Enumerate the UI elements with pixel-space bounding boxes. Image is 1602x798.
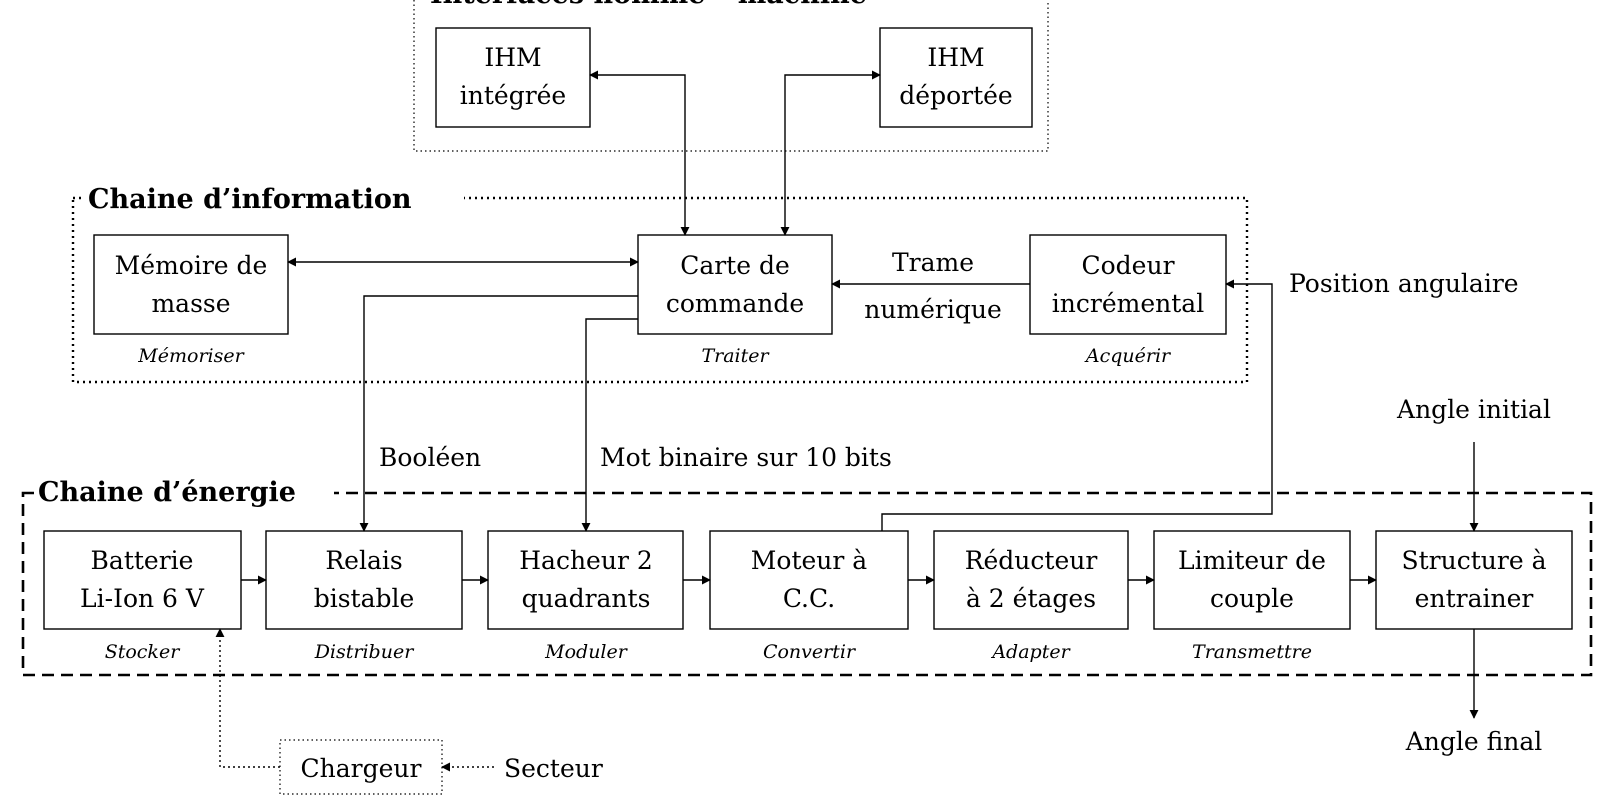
function-traiter: Traiter [701,345,770,367]
svg-text:couple: couple [1210,584,1294,613]
energy-title-bg [34,476,334,508]
block-structure-a-entrainer: Structure à entrainer [1375,530,1573,630]
svg-text:Chargeur: Chargeur [301,754,422,783]
arrow-ihm-integree-carte [589,70,690,236]
svg-text:à 2 étages: à 2 étages [966,584,1096,613]
block-ihm-integree: IHM intégrée [435,27,591,128]
function-transmettre: Transmettre [1192,641,1312,663]
svg-text:déportée: déportée [899,81,1012,110]
energy-frame [21,491,1593,677]
arrow-carte-hacheur [581,318,638,532]
svg-text:bistable: bistable [314,584,415,613]
block-moteur-cc: Moteur à C.C. [709,530,909,630]
svg-text:Moteur à: Moteur à [751,546,867,575]
svg-text:Structure à: Structure à [1402,546,1547,575]
svg-text:masse: masse [151,289,230,318]
arrow-ihm-deportee-carte [780,70,881,236]
arrow-moteur-codeur [881,279,1273,531]
information-frame [71,196,1249,384]
svg-text:IHM: IHM [484,43,541,72]
svg-text:Batterie: Batterie [91,546,194,575]
block-codeur-incremental: Codeur incrémental [1029,234,1227,335]
block-ihm-deportee: IHM déportée [879,27,1033,128]
function-moduler: Moduler [544,641,629,663]
label-trame-line1: Trame [892,248,974,277]
block-carte-de-commande: Carte de commande [637,234,833,335]
block-limiteur-de-couple: Limiteur de couple [1153,530,1351,630]
energy-frame-title: Chaine d’énergie [38,477,296,508]
ihm-frame-title: Interfaces homme – machine [430,0,867,10]
svg-text:Mémoire de: Mémoire de [115,251,268,280]
block-chargeur: Chargeur [279,739,443,795]
svg-text:commande: commande [666,289,804,318]
block-memoire-de-masse: Mémoire de masse [93,234,289,335]
function-adapter: Adapter [990,641,1071,663]
label-trame-line2: numérique [864,295,1002,324]
block-batterie: Batterie Li-Ion 6 V [43,530,242,630]
svg-text:IHM: IHM [927,43,984,72]
function-acquerir: Acquérir [1084,345,1172,367]
svg-text:Limiteur de: Limiteur de [1178,546,1326,575]
svg-text:Carte de: Carte de [680,251,790,280]
information-frame-title: Chaine d’information [88,184,412,215]
block-relais-bistable: Relais bistable [265,530,463,630]
svg-text:Li-Ion 6 V: Li-Ion 6 V [80,584,205,613]
svg-text:Relais: Relais [325,546,402,575]
ihm-frame [413,0,1049,152]
arrow-carte-relais [359,295,638,532]
function-stocker: Stocker [105,641,181,663]
label-angle-final: Angle final [1405,727,1543,756]
label-booleen: Booléen [379,443,481,472]
block-hacheur: Hacheur 2 quadrants [487,530,684,630]
svg-text:entrainer: entrainer [1415,584,1534,613]
svg-text:quadrants: quadrants [522,584,651,613]
function-distribuer: Distribuer [314,641,415,663]
svg-text:C.C.: C.C. [783,584,835,613]
block-reducteur: Réducteur à 2 étages [933,530,1129,630]
function-memoriser: Mémoriser [137,345,245,367]
svg-text:Hacheur 2: Hacheur 2 [519,546,653,575]
svg-text:Réducteur: Réducteur [965,546,1098,575]
arrow-chargeur-batterie [215,628,280,768]
svg-text:intégrée: intégrée [460,81,566,110]
label-position-angulaire: Position angulaire [1289,269,1519,298]
label-angle-initial: Angle initial [1396,395,1551,424]
label-mot-binaire: Mot binaire sur 10 bits [600,443,892,472]
function-convertir: Convertir [763,641,857,663]
information-title-bg [84,182,464,214]
label-secteur: Secteur [504,754,603,783]
svg-text:Codeur: Codeur [1081,251,1174,280]
svg-text:incrémental: incrémental [1052,289,1204,318]
